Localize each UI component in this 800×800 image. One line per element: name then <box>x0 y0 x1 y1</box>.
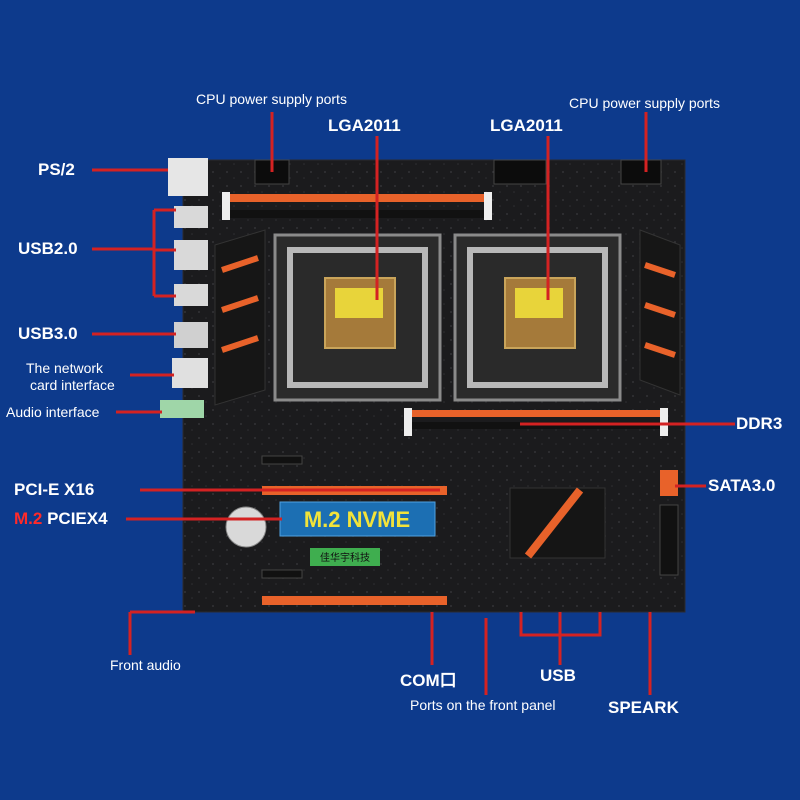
cpu-power-connector-middle <box>493 159 547 185</box>
m2-slot <box>279 501 436 537</box>
label-ddr3: DDR3 <box>736 414 783 433</box>
leader-lines <box>92 112 735 695</box>
usb3-port <box>174 322 208 348</box>
label-network-line2: card interface <box>30 377 115 393</box>
ps2-port <box>168 158 208 196</box>
dimm-slots-top <box>222 192 492 220</box>
cpu-socket-right <box>453 233 622 402</box>
audio-port <box>160 400 204 418</box>
sata-ports-extra <box>659 504 679 576</box>
label-pcie: PCI-E X16 <box>14 480 95 499</box>
vrm-heatsinks <box>214 229 681 406</box>
label-front-panel: Ports on the front panel <box>410 697 556 713</box>
m2-slot-text: M.2 NVME <box>304 507 410 532</box>
sata-ports <box>660 470 678 496</box>
label-cpu-power-left: CPU power supply ports <box>196 91 347 107</box>
label-ps2: PS/2 <box>38 160 75 179</box>
brand-sticker <box>310 548 380 566</box>
label-m2-suffix: PCIEX4 <box>47 509 108 528</box>
usb2-port-1 <box>174 206 208 228</box>
label-speark: SPEARK <box>608 698 679 717</box>
label-m2-prefix: M.2 <box>14 509 43 528</box>
cmos-battery <box>225 506 267 548</box>
label-cpu-power-right: CPU power supply ports <box>569 95 720 111</box>
cpu-power-connector-right <box>620 159 662 185</box>
label-front-audio: Front audio <box>110 657 181 673</box>
label-lga-right: LGA2011 <box>490 116 563 135</box>
network-port <box>172 358 208 388</box>
label-usb3: USB3.0 <box>18 324 78 343</box>
leader-usb <box>519 612 602 665</box>
leader-front-audio <box>128 610 195 655</box>
label-m2: M.2 PCIEX4 <box>14 509 108 529</box>
rear-io <box>160 158 208 418</box>
usb2-port-2 <box>174 240 208 270</box>
label-lga-left: LGA2011 <box>328 116 401 135</box>
label-network-line1: The network <box>26 360 104 376</box>
cpu-socket-left <box>273 233 442 402</box>
usb2-port-3 <box>174 284 208 306</box>
leader-usb2 <box>92 208 176 298</box>
label-usb: USB <box>540 666 576 685</box>
chipset-heatsink <box>509 487 606 559</box>
label-sata: SATA3.0 <box>708 476 776 495</box>
label-com: COM口 <box>400 671 457 690</box>
label-audio: Audio interface <box>6 404 100 420</box>
label-usb2: USB2.0 <box>18 239 78 258</box>
brand-sticker-text: 佳华宇科技 <box>320 551 370 564</box>
